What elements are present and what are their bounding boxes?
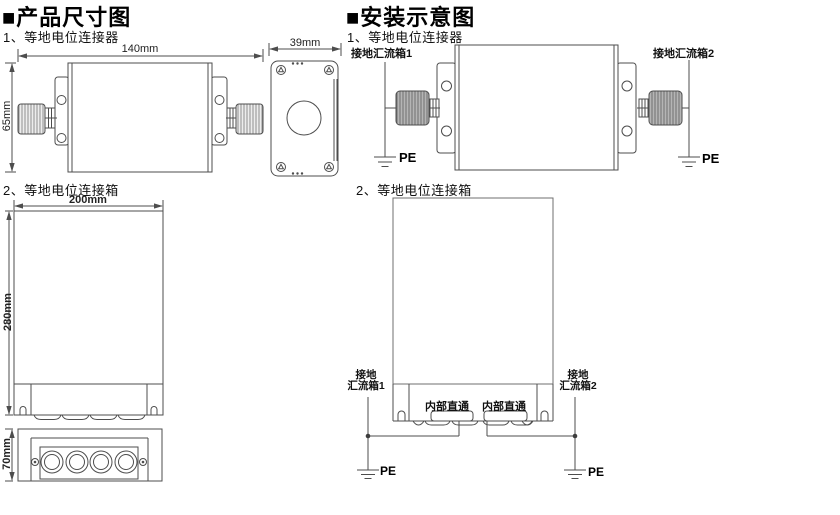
vent-dot bbox=[300, 62, 304, 65]
ground-symbol-right bbox=[678, 156, 700, 167]
port-arc bbox=[33, 414, 62, 420]
foot-arc bbox=[412, 420, 425, 426]
box-body bbox=[392, 197, 554, 385]
dim-connector-depth bbox=[268, 43, 342, 56]
screw-triangle-mark bbox=[325, 163, 333, 170]
flange-hole bbox=[56, 95, 67, 105]
bus-box1-label-2line: 接地 汇流箱1 bbox=[340, 370, 392, 392]
dim-label-70mm: 70mm bbox=[1, 438, 13, 470]
install-box-view bbox=[357, 197, 586, 479]
box-bottom-view bbox=[17, 428, 163, 482]
port-inner-ring bbox=[93, 454, 109, 470]
dim-label-39mm: 39mm bbox=[289, 37, 321, 49]
box-body bbox=[13, 210, 164, 416]
port-arc bbox=[424, 420, 451, 426]
left-terminal-knob bbox=[395, 90, 430, 126]
pe-label-box-right: PE bbox=[588, 465, 605, 479]
dim-label-140mm: 140mm bbox=[121, 43, 159, 55]
flange-hole bbox=[621, 125, 633, 137]
bus-box2-line2: 汇流箱2 bbox=[559, 380, 597, 392]
right-terminal-knob bbox=[648, 90, 683, 126]
port-arc bbox=[451, 420, 479, 426]
left-terminal-knob bbox=[17, 103, 46, 135]
bus-box1-line1: 接地 bbox=[355, 369, 377, 381]
connector-front-view bbox=[17, 62, 264, 173]
install-item2-label: 2、等地电位连接箱 bbox=[356, 183, 472, 198]
install-connector-view bbox=[374, 44, 700, 171]
install-item1-label: 1、等地电位连接器 bbox=[347, 30, 463, 45]
install-section-title: ■安装示意图 bbox=[346, 5, 476, 30]
vent-dot bbox=[291, 62, 295, 65]
port-arc bbox=[61, 414, 90, 420]
flange-hole bbox=[214, 133, 225, 143]
flange-hole bbox=[56, 133, 67, 143]
flange-hole bbox=[214, 95, 225, 105]
product-item1-label: 1、等地电位连接器 bbox=[3, 30, 119, 45]
bus-box2-label: 接地汇流箱2 bbox=[653, 48, 715, 60]
terminal-port-circle bbox=[286, 100, 322, 136]
passthrough-block bbox=[483, 410, 528, 422]
wire-junction-dot bbox=[572, 433, 578, 439]
port-arc bbox=[510, 420, 533, 426]
pe-label-connector-right: PE bbox=[702, 151, 720, 166]
connector-body bbox=[454, 44, 619, 171]
dim-connector-width bbox=[17, 49, 264, 62]
mounting-hook bbox=[540, 410, 549, 421]
dim-label-65mm: 65mm bbox=[1, 100, 13, 132]
dim-label-280mm: 280mm bbox=[2, 293, 14, 331]
port-arc bbox=[482, 420, 510, 426]
product-item2-label: 2、等地电位连接箱 bbox=[3, 183, 119, 198]
port-inner-ring bbox=[44, 454, 60, 470]
panel-screw-center bbox=[141, 460, 145, 464]
flange-hole bbox=[441, 125, 452, 137]
screw-triangle-mark bbox=[277, 163, 285, 170]
vent-dot bbox=[296, 62, 299, 65]
bus-box1-label: 接地汇流箱1 bbox=[351, 48, 413, 60]
flange-hole bbox=[621, 80, 633, 92]
port-arc bbox=[89, 414, 118, 420]
connector-body bbox=[67, 62, 213, 173]
pe-label-box-left: PE bbox=[380, 464, 397, 478]
product-section-title: ■产品尺寸图 bbox=[2, 5, 132, 30]
pe-label-connector-left: PE bbox=[399, 150, 417, 165]
dim-label-200mm: 200mm bbox=[69, 194, 107, 206]
flange-hole bbox=[441, 80, 452, 92]
internal-passthrough2-label: 内部直通 bbox=[482, 401, 526, 413]
dim-box-height bbox=[5, 210, 13, 416]
port-arc bbox=[117, 414, 146, 420]
internal-passthrough1-label: 内部直通 bbox=[425, 401, 469, 413]
port-inner-ring bbox=[118, 454, 134, 470]
dim-box-depth bbox=[5, 428, 15, 482]
vent-dot bbox=[296, 172, 299, 175]
bus-box2-line1: 接地 bbox=[567, 369, 589, 381]
right-mounting-flange bbox=[616, 62, 637, 154]
passthrough-block bbox=[430, 410, 474, 422]
right-terminal-knob bbox=[235, 103, 264, 135]
dim-box-width bbox=[13, 200, 164, 211]
screw-triangle-mark bbox=[325, 66, 333, 73]
mounting-hook bbox=[19, 406, 27, 415]
screw-triangle-mark bbox=[277, 66, 285, 73]
mounting-hook bbox=[397, 410, 406, 421]
bus-box2-label-2line: 接地 汇流箱2 bbox=[552, 370, 604, 392]
vent-dot bbox=[291, 172, 295, 175]
panel-screw-center bbox=[33, 460, 37, 464]
port-inner-ring bbox=[69, 454, 85, 470]
ground-symbol-left bbox=[357, 469, 379, 479]
box-front-view bbox=[13, 210, 164, 420]
ground-symbol-left bbox=[374, 156, 396, 167]
ground-symbol-right bbox=[564, 469, 586, 479]
mounting-hook bbox=[150, 406, 158, 415]
bus-box1-line2: 汇流箱1 bbox=[347, 380, 385, 392]
vent-dot bbox=[300, 172, 304, 175]
dim-connector-height bbox=[5, 62, 16, 173]
connector-side-view bbox=[270, 60, 339, 177]
wire-junction-dot bbox=[365, 433, 371, 439]
